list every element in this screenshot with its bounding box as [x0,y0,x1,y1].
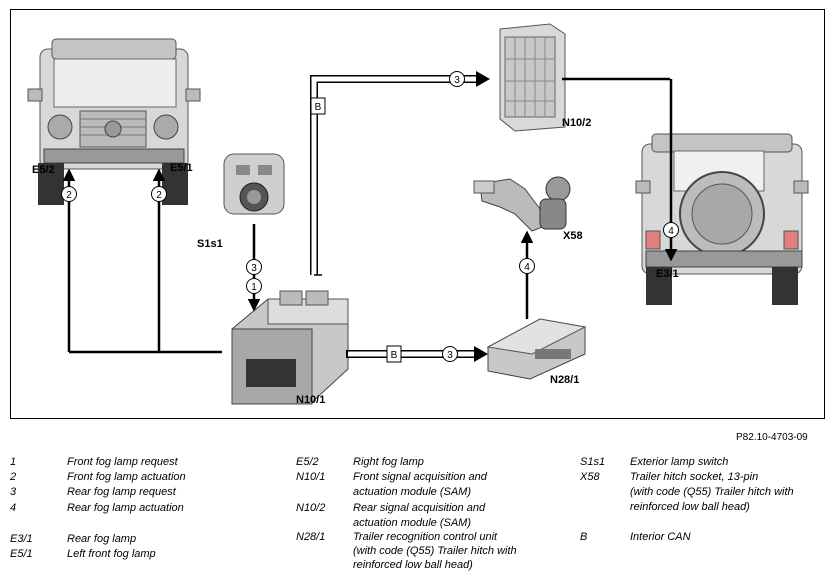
arrow-number-2-right: 2 [151,186,167,202]
label-n10-1: N10/1 [296,394,325,406]
svg-text:B: B [315,102,322,113]
arrow-number-2-left: 2 [61,186,77,202]
front-sam-image [231,290,349,405]
label-s1s1: S1s1 [197,238,223,250]
rear-sam-image [499,23,566,132]
svg-text:1: 1 [251,282,257,293]
can-bus-top [310,71,490,276]
trailer-hitch-socket-image [473,176,571,232]
label-n10-2: N10/2 [562,117,591,129]
arrow-number-3-top: 3 [449,71,465,87]
svg-text:3: 3 [454,75,460,86]
svg-text:4: 4 [668,226,674,237]
arrow-number-3-bottom: 3 [442,346,458,362]
arrow-number-3-switch: 3 [246,259,262,275]
diagram-frame [10,9,825,419]
rear-vehicle-image [635,133,809,305]
can-label-b-top: B [310,97,326,115]
label-e51: E5/1 [170,162,193,174]
can-label-b-bottom: B [386,345,402,363]
svg-text:2: 2 [66,190,72,201]
label-e31: E3/1 [656,268,679,280]
front-vehicle-image [27,38,201,205]
svg-text:B: B [391,350,398,361]
arrow-number-4-x58: 4 [519,258,535,274]
reference-code: P82.10-4703-09 [736,432,808,443]
arrow-number-1-switch: 1 [246,278,262,294]
label-x58: X58 [563,230,583,242]
wiring-diagram: B B 2 2 3 1 3 3 4 4 E5/2 E5/1 S1s1 N10/1… [27,23,809,406]
svg-text:3: 3 [251,263,257,274]
svg-text:4: 4 [524,262,530,273]
svg-text:2: 2 [156,190,162,201]
exterior-lamp-switch-image [223,153,285,215]
label-e52: E5/2 [32,164,55,176]
can-bus-bottom [346,346,488,362]
svg-text:3: 3 [447,350,453,361]
connection-lines [62,77,678,354]
trailer-recognition-unit-image [486,318,587,380]
arrow-number-4-rear: 4 [663,222,679,238]
label-n28-1: N28/1 [550,374,579,386]
